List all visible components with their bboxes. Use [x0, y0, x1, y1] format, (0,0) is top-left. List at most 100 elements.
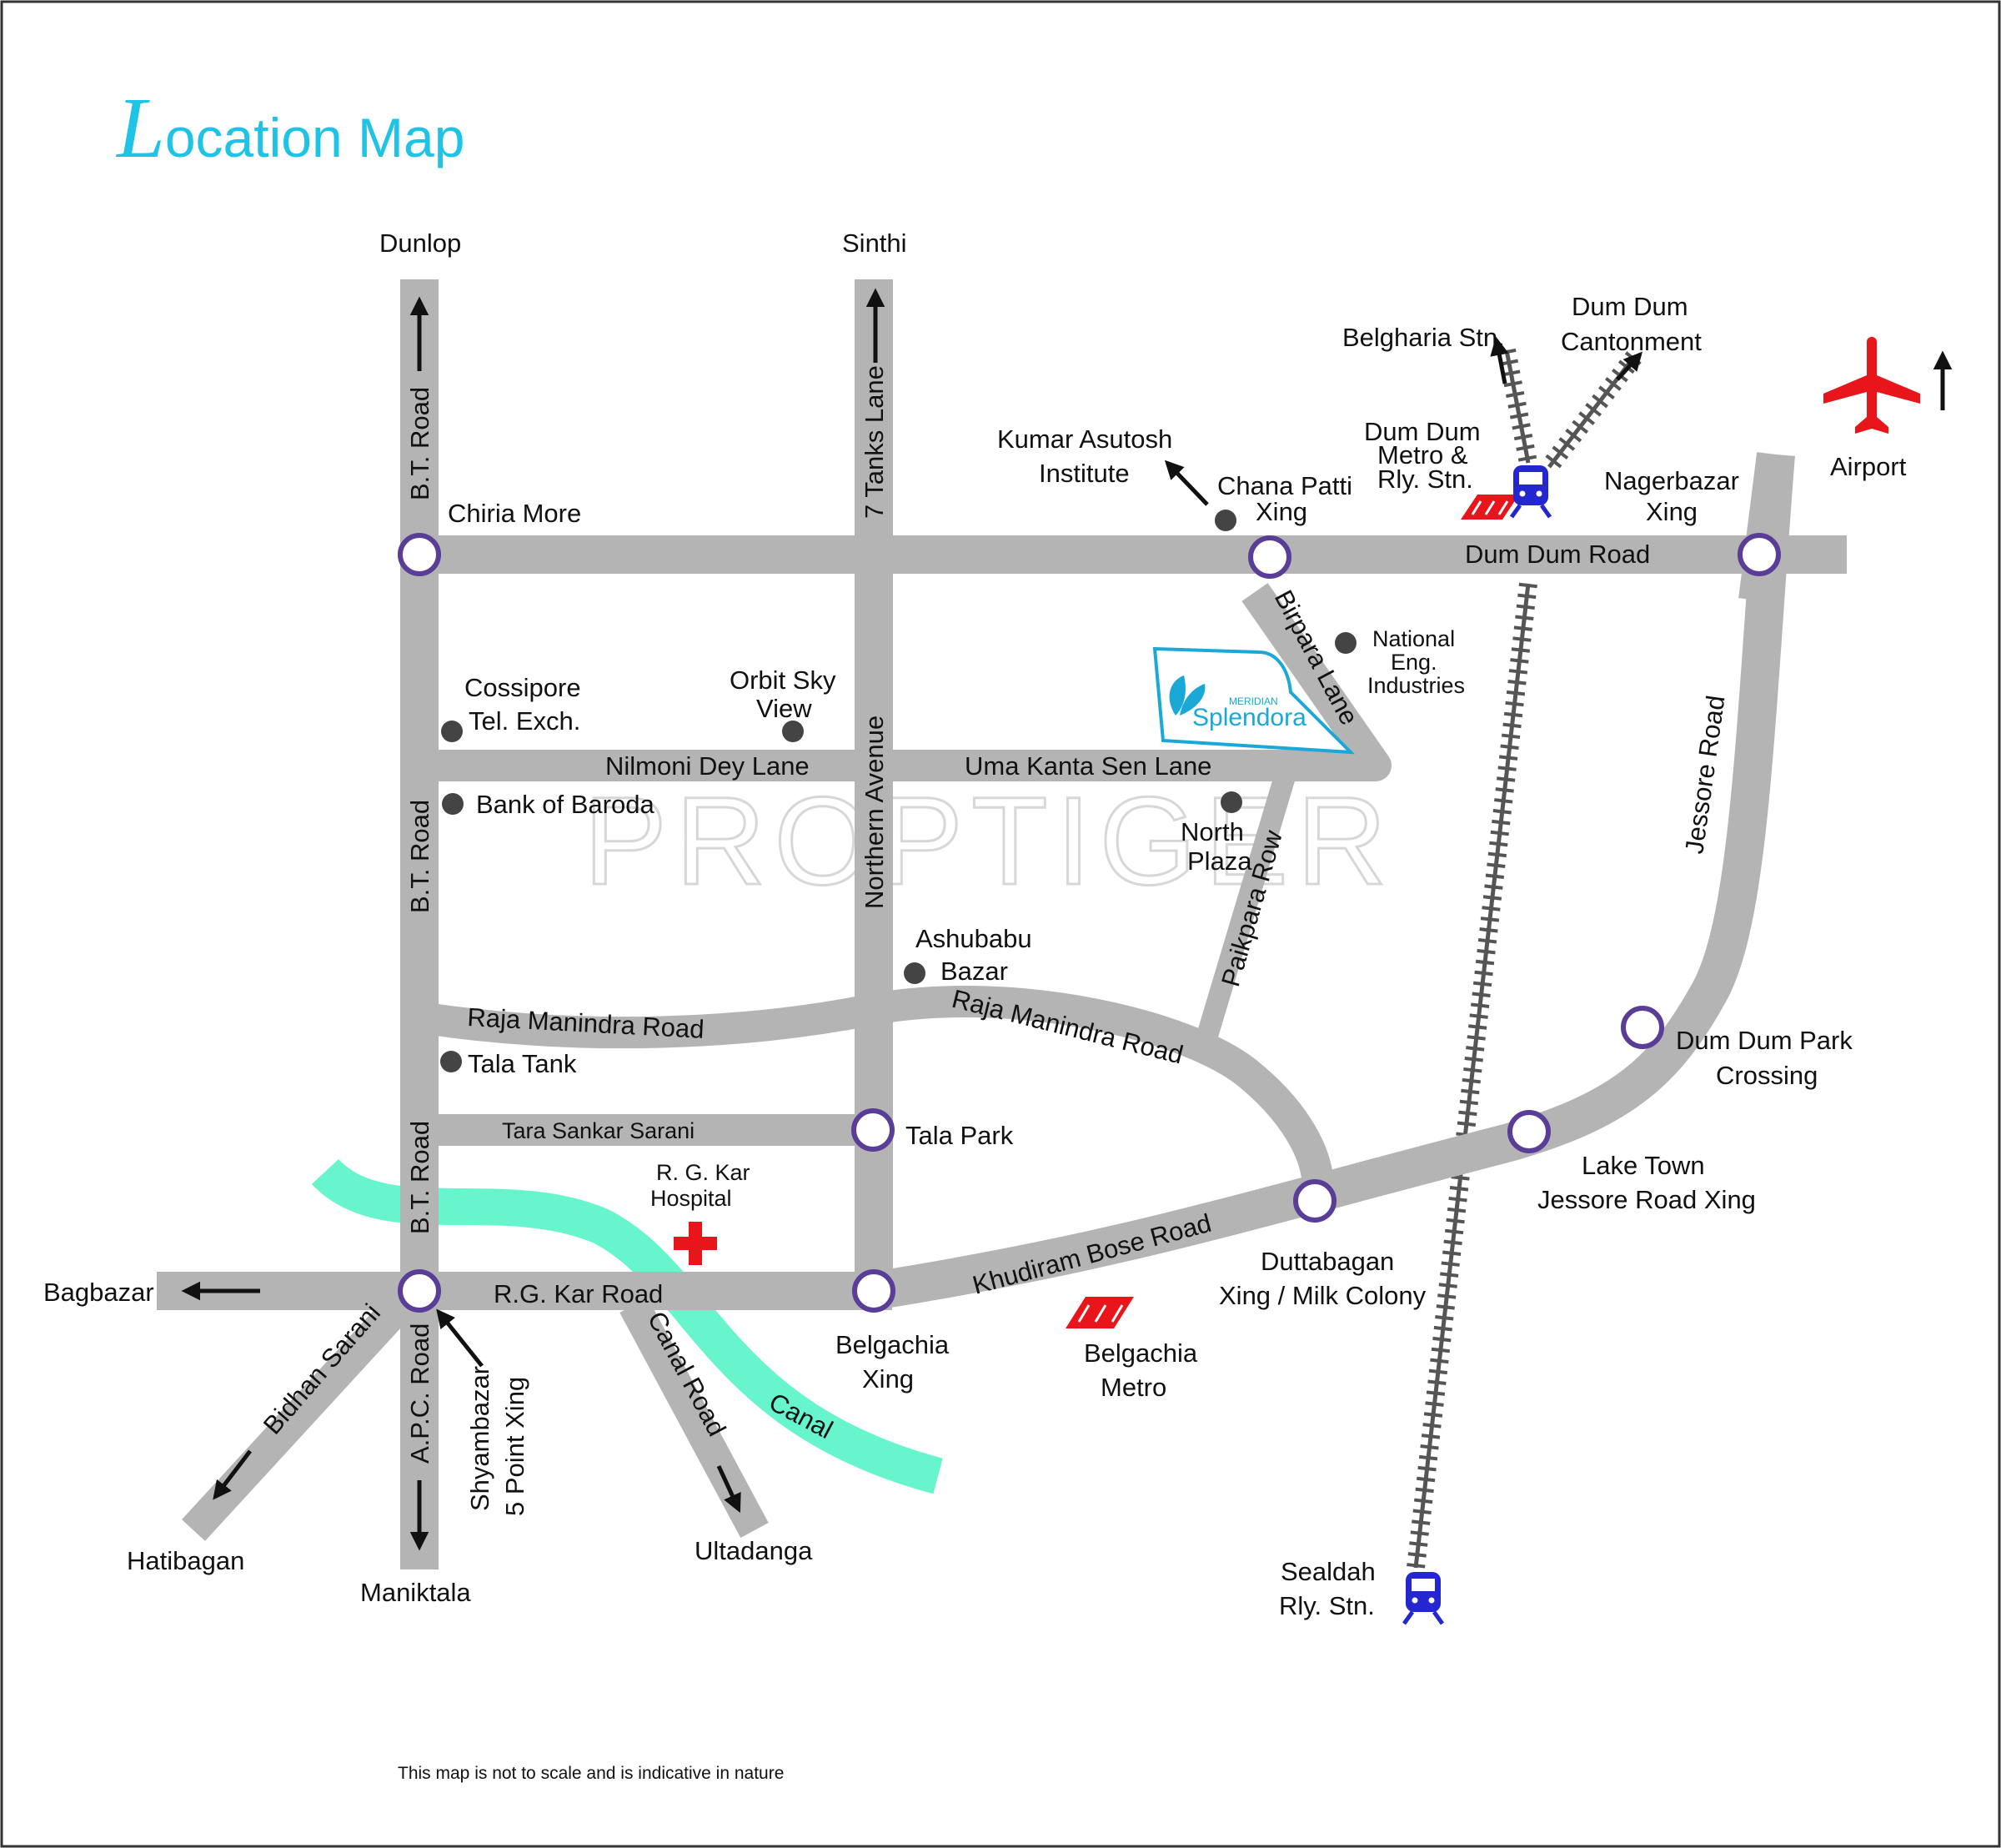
label-belgachia-xing-2: Xing [862, 1364, 914, 1394]
leaf-icon [1169, 675, 1206, 716]
label-belgachia-xing-1: Belgachia [835, 1330, 950, 1359]
label-north-plaza-1: North [1181, 817, 1244, 846]
label-ashubabu-1: Ashubabu [915, 924, 1032, 953]
dot-chana-patti [1215, 510, 1236, 531]
dot-ashubabu [904, 962, 925, 984]
label-hatibagan: Hatibagan [127, 1546, 244, 1575]
label-sinthi: Sinthi [842, 228, 907, 258]
road-label-nilmoni-dey-lane: Nilmoni Dey Lane [605, 751, 810, 781]
label-north-plaza-2: Plaza [1187, 846, 1252, 876]
label-dum-dum-metro-3: Rly. Stn. [1377, 465, 1473, 494]
footnote: This map is not to scale and is indicati… [398, 1764, 784, 1783]
label-shyambazar-2: 5 Point Xing [500, 1377, 529, 1516]
hospital-cross-icon [674, 1222, 717, 1265]
road-label-rg-kar-road: R.G. Kar Road [494, 1279, 663, 1308]
label-chana-patti-2: Xing [1256, 497, 1307, 526]
landmark-labels: Cossipore Tel. Exch. Orbit Sky View Bank… [464, 626, 1465, 1211]
label-dunlop: Dunlop [379, 228, 461, 258]
airplane-icon [1823, 337, 1920, 434]
label-kumar-asutosh-1: Kumar Asutosh [997, 424, 1172, 454]
label-chana-patti-1: Chana Patti [1217, 471, 1352, 500]
label-orbit-sky-2: View [756, 694, 812, 723]
metro-icon-belgachia [1066, 1297, 1134, 1328]
road-label-uma-kanta-sen-lane: Uma Kanta Sen Lane [965, 751, 1211, 781]
label-cossipore-1: Cossipore [464, 673, 581, 702]
rail-station-icon-dum-dum [1509, 465, 1552, 519]
crossing-nagerbazar [1738, 533, 1781, 576]
crossing-duttabagan [1293, 1179, 1337, 1223]
dot-cossipore [441, 721, 463, 742]
label-nagerbazar-1: Nagerbazar [1604, 466, 1739, 495]
label-sealdah-1: Sealdah [1281, 1557, 1376, 1586]
arrow-hatibagan [213, 1449, 252, 1500]
road-label-bt-road-mid: B.T. Road [405, 800, 434, 913]
label-bagbazar: Bagbazar [43, 1278, 154, 1307]
label-tala-tank: Tala Tank [468, 1049, 577, 1078]
label-rg-kar-hospital-2: Hospital [650, 1186, 732, 1211]
label-belgachia-metro-2: Metro [1101, 1373, 1166, 1402]
arrow-belgharia [1490, 336, 1509, 384]
arrow-kumar-asutosh [1164, 459, 1209, 506]
dot-tala-tank [440, 1051, 462, 1072]
label-dum-dum-cantonment-2: Cantonment [1561, 327, 1702, 356]
label-duttabagan-2: Xing / Milk Colony [1219, 1281, 1427, 1310]
station-labels: Dum Dum Metro & Rly. Stn. Belgachia Metr… [1084, 417, 1481, 1620]
metro-icon-dum-dum [1461, 495, 1519, 520]
label-cossipore-2: Tel. Exch. [469, 706, 580, 736]
project-splendora: MERIDIAN Splendora [1152, 646, 1356, 755]
label-rg-kar-hospital-1: R. G. Kar [656, 1160, 750, 1185]
label-chiria-more: Chiria More [448, 499, 581, 528]
arrow-dum-dum-cantonment [1616, 351, 1643, 381]
arrow-shyambazar [436, 1308, 484, 1368]
crossing-belgachia [852, 1269, 895, 1313]
label-national-eng-3: Industries [1367, 673, 1465, 698]
arrow-ultadanga [716, 1464, 741, 1514]
dot-national-eng [1335, 632, 1357, 654]
dot-orbit-sky [782, 721, 804, 742]
rail-station-icon-sealdah [1402, 1572, 1445, 1625]
road-label-dum-dum-road: Dum Dum Road [1465, 540, 1650, 569]
road-label-bt-road-top: B.T. Road [405, 387, 434, 500]
label-airport: Airport [1830, 452, 1907, 481]
label-ultadanga: Ultadanga [695, 1536, 813, 1565]
crossing-labels: Chiria More Chana Patti Xing Nagerbazar … [448, 466, 1853, 1394]
label-belgachia-metro-1: Belgachia [1084, 1338, 1198, 1368]
road-label-7-tanks-lane: 7 Tanks Lane [860, 365, 889, 519]
label-orbit-sky-1: Orbit Sky [730, 665, 836, 695]
crossings [398, 533, 1781, 1313]
label-lake-town-1: Lake Town [1582, 1151, 1705, 1180]
brand-small: MERIDIAN [1229, 696, 1278, 707]
road-label-tara-sankar-sarani: Tara Sankar Sarani [502, 1118, 695, 1143]
label-ashubabu-2: Bazar [940, 957, 1008, 986]
label-bank-of-baroda: Bank of Baroda [476, 790, 654, 819]
label-tala-park: Tala Park [905, 1121, 1014, 1150]
label-lake-town-2: Jessore Road Xing [1537, 1185, 1756, 1214]
label-national-eng-2: Eng. [1391, 650, 1437, 675]
label-nagerbazar-2: Xing [1646, 497, 1698, 526]
crossing-shyambazar [398, 1269, 441, 1313]
crossing-chana-patti [1248, 535, 1291, 579]
crossing-lake-town [1507, 1110, 1551, 1153]
label-dum-dum-metro-2: Metro & [1377, 440, 1468, 470]
direction-arrows [181, 288, 1953, 1551]
dot-bank-of-baroda [442, 793, 464, 815]
label-shyambazar-1: Shyambazar [465, 1366, 494, 1511]
road-label-northern-avenue: Northern Avenue [860, 716, 889, 909]
crossing-chiria-more [398, 533, 441, 576]
direction-labels: Dunlop Sinthi Bagbazar Hatibagan Manikta… [43, 228, 1907, 1607]
label-dum-dum-park-1: Dum Dum Park [1676, 1026, 1853, 1055]
road-label-bt-road-low: B.T. Road [405, 1121, 434, 1234]
crossing-dum-dum-park [1621, 1006, 1664, 1049]
dot-north-plaza [1221, 791, 1242, 813]
label-maniktala: Maniktala [360, 1578, 471, 1607]
page-title: Location Map [115, 80, 464, 176]
label-national-eng-1: National [1372, 626, 1455, 651]
label-dum-dum-metro-1: Dum Dum [1364, 417, 1481, 446]
label-dum-dum-cantonment-1: Dum Dum [1572, 292, 1688, 321]
crossing-tala-park [851, 1108, 895, 1152]
label-duttabagan-1: Duttabagan [1261, 1247, 1394, 1276]
brand-name: Splendora [1192, 704, 1306, 731]
label-belgharia: Belgharia Stn. [1342, 323, 1505, 352]
